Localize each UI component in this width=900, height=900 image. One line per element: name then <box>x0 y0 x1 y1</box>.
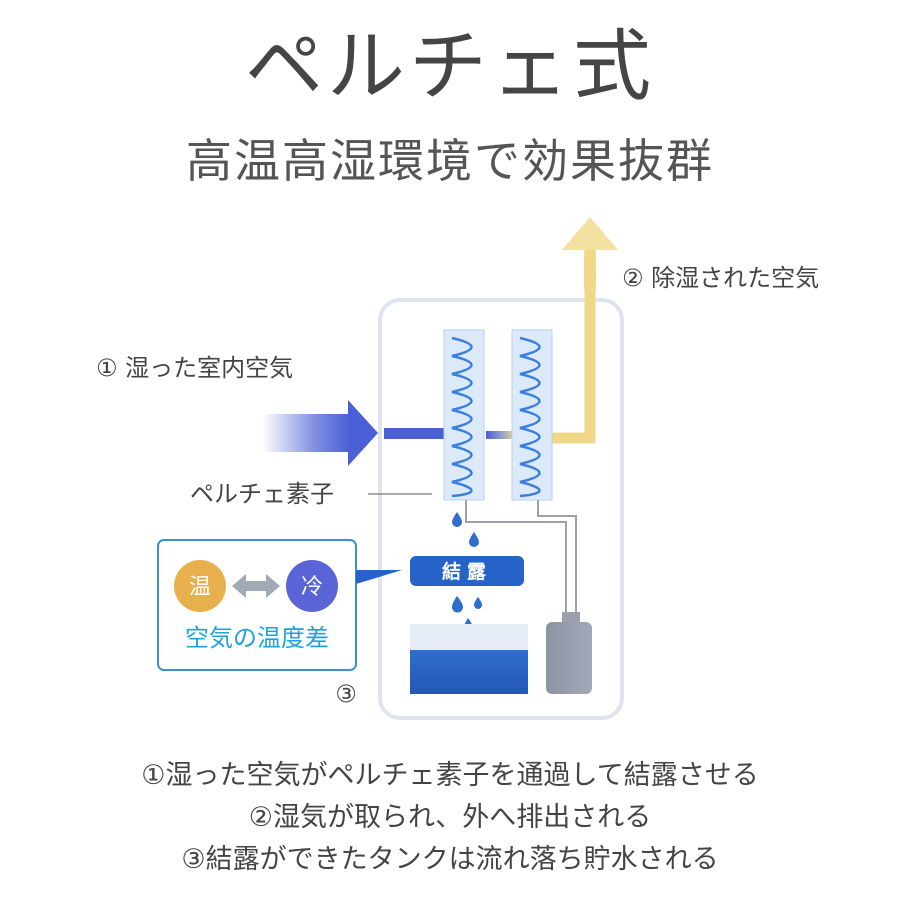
cold-label: 冷 <box>301 575 323 600</box>
temperature-callout <box>157 539 402 671</box>
inflow-label: ① 湿った室内空気 <box>96 354 294 382</box>
peltier-element-right <box>511 329 553 501</box>
cold-circle <box>286 560 338 612</box>
page-title: ペルチェ式 <box>244 22 655 112</box>
step-1-text: ①湿った空気がペルチェ素子を通過して結露させる <box>141 760 759 791</box>
element-label: ペルチェ素子 <box>190 480 334 508</box>
page-subtitle: 高温高湿環境で効果抜群 <box>186 134 714 188</box>
step3-marker: ③ <box>335 680 357 708</box>
outflow-label: ② 除湿された空気 <box>622 264 820 292</box>
device-housing <box>378 298 624 720</box>
temp-diff-label: 空気の温度差 <box>185 624 329 652</box>
step-3-text: ③結露ができたタンクは流れ落ち貯水される <box>181 844 719 875</box>
intake-arrow <box>262 400 516 466</box>
hot-circle <box>174 560 226 612</box>
storage-tank <box>546 612 592 694</box>
peltier-element-left <box>443 329 485 501</box>
water-tray <box>410 624 528 694</box>
double-arrow-icon <box>232 574 280 598</box>
wires <box>465 500 577 612</box>
step-2-text: ②湿気が取られ、外へ排出される <box>248 802 652 833</box>
hot-label: 温 <box>189 575 211 600</box>
condensation-tag-bg <box>410 556 524 586</box>
condensation-tag: 結露 <box>442 560 492 583</box>
exhaust-arrow <box>548 217 618 444</box>
